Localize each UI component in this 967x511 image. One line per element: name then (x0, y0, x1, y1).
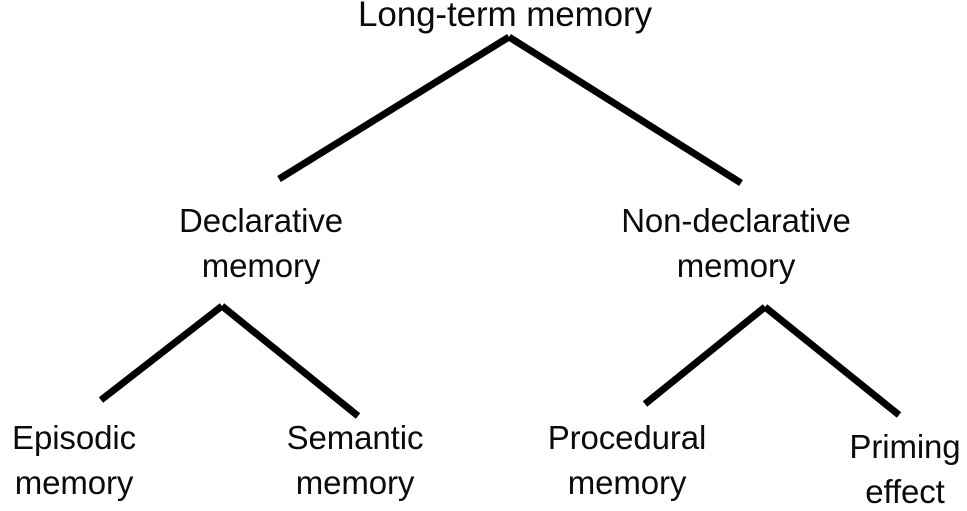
node-episodic-memory: Episodic memory (12, 419, 136, 501)
edge-nondeclarative-to-procedural (642, 304, 768, 407)
edge-root-to-declarative (277, 34, 511, 182)
edge-declarative-to-episodic (98, 303, 225, 403)
node-long-term-memory: Long-term memory (357, 0, 653, 34)
edge-nondeclarative-to-priming (762, 304, 902, 418)
edge-declarative-to-semantic (219, 303, 361, 419)
node-priming-effect: Priming effect (849, 428, 961, 510)
node-semantic-memory: Semantic memory (286, 419, 424, 501)
node-procedural-memory: Procedural memory (547, 419, 707, 501)
node-declarative-memory: Declarative memory (179, 202, 343, 284)
edge-root-to-nondeclarative (507, 34, 743, 186)
node-non-declarative-memory: Non-declarative memory (621, 202, 851, 284)
